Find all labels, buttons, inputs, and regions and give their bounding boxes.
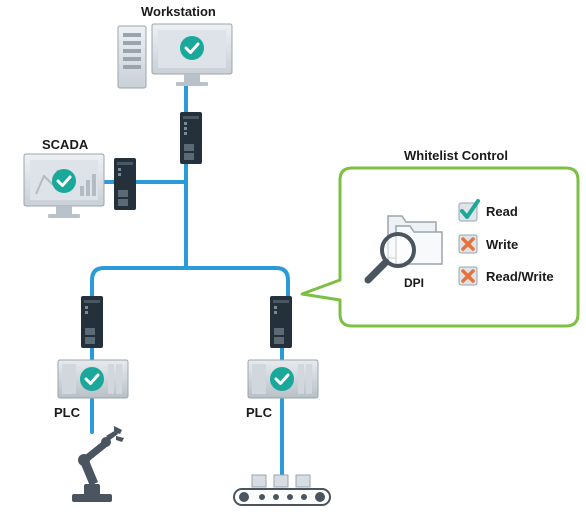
check-icon	[270, 367, 294, 391]
magnifier-icon	[364, 232, 416, 284]
plc-left	[57, 359, 129, 399]
switch-right	[270, 296, 292, 348]
scada-label: SCADA	[42, 137, 89, 152]
scada-group	[23, 153, 136, 218]
robot-arm-icon	[72, 426, 124, 502]
whitelist-item-read: Read	[486, 204, 518, 219]
network-lines	[90, 84, 290, 477]
switch-left	[81, 296, 103, 348]
whitelist-item-write: Write	[486, 237, 519, 252]
check-icon	[458, 199, 480, 222]
workstation-label: Workstation	[141, 4, 216, 19]
check-icon	[80, 367, 104, 391]
check-icon	[52, 169, 76, 193]
plc-right-label: PLC	[246, 405, 272, 420]
workstation-group	[117, 23, 233, 89]
x-icon	[458, 266, 478, 286]
x-icon	[458, 234, 478, 254]
switch-top	[180, 112, 202, 164]
whitelist-title: Whitelist Control	[404, 148, 508, 163]
whitelist-item-read-write: Read/Write	[486, 269, 554, 284]
plc-right	[247, 359, 319, 399]
check-icon	[180, 36, 204, 60]
conveyor-icon	[233, 474, 331, 506]
plc-left-label: PLC	[54, 405, 80, 420]
dpi-label: DPI	[404, 276, 425, 290]
line-branch	[90, 266, 290, 302]
